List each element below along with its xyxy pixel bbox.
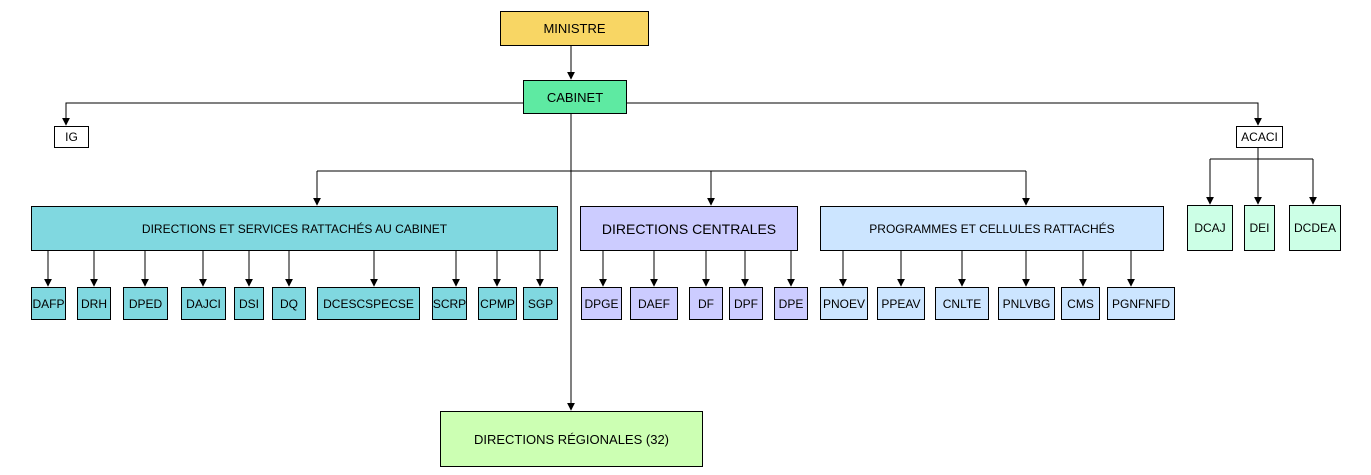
node-dq: DQ (272, 287, 306, 320)
node-dajci: DAJCI (181, 287, 226, 320)
node-df: DF (689, 287, 723, 320)
node-dafp: DAFP (31, 287, 66, 320)
node-pnlvbg: PNLVBG (998, 287, 1055, 320)
node-sgp: SGP (523, 287, 558, 320)
node-cms: CMS (1061, 287, 1100, 320)
node-pnoev: PNOEV (820, 287, 868, 320)
node-acaci: ACACI (1236, 126, 1283, 148)
node-drh: DRH (77, 287, 111, 320)
node-dcdea: DCDEA (1289, 205, 1341, 251)
node-ministre: MINISTRE (500, 11, 649, 46)
node-directions-services-rattaches: DIRECTIONS ET SERVICES RATTACHÉS AU CABI… (31, 206, 558, 251)
node-scrp: SCRP (432, 287, 467, 320)
node-dpe: DPE (774, 287, 808, 320)
node-dei: DEI (1244, 205, 1275, 251)
node-dpge: DPGE (581, 287, 622, 320)
node-directions-centrales: DIRECTIONS CENTRALES (580, 206, 798, 251)
node-ppeav: PPEAV (877, 287, 925, 320)
node-pgnfnfd: PGNFNFD (1107, 287, 1175, 320)
node-ig: IG (54, 126, 89, 148)
node-directions-regionales: DIRECTIONS RÉGIONALES (32) (440, 411, 703, 467)
node-cpmp: CPMP (478, 287, 517, 320)
node-dped: DPED (123, 287, 168, 320)
node-daef: DAEF (630, 287, 678, 320)
node-cnlte: CNLTE (935, 287, 989, 320)
node-programmes-cellules: PROGRAMMES ET CELLULES RATTACHÉS (820, 206, 1164, 251)
node-cabinet: CABINET (523, 80, 627, 114)
node-dcescspecse: DCESCSPECSE (317, 287, 420, 320)
node-dpf: DPF (729, 287, 763, 320)
node-dcaj: DCAJ (1187, 205, 1233, 251)
node-dsi: DSI (234, 287, 264, 320)
